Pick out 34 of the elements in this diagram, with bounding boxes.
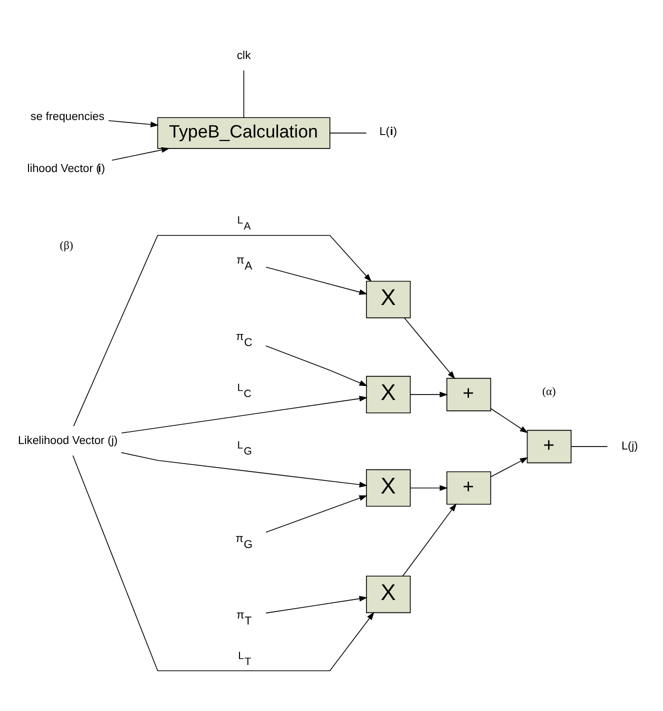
node-box: X [366,375,411,413]
node-text: L(j) [621,440,638,452]
node-box: X [366,280,411,318]
node-text: clk [236,49,251,62]
arrow [120,452,368,487]
node-box: TypeB_Calculation [157,116,330,148]
arrow [266,266,368,294]
arrow [490,456,528,477]
arrow [410,484,448,490]
arrow [266,344,368,386]
arrow [112,146,170,160]
connector [330,132,367,133]
node-text: Likelihood Vector (j) [18,434,118,446]
node-text: lihood Vector (i) [27,162,106,174]
arrow [73,234,372,426]
node-box: + [526,429,572,463]
arrow [404,316,456,379]
node-text: L(i) [379,126,398,138]
connector [243,70,244,118]
arrow [108,120,159,127]
label: (β) [60,239,74,252]
node-box: X [366,468,411,506]
arrow [266,595,368,613]
arrow [266,494,368,532]
node-box: + [446,470,492,504]
arrow [72,454,374,671]
node-text: se frequencies [30,110,104,122]
arrow [410,391,448,397]
label: (α) [542,386,556,398]
arrow [490,408,528,433]
node-box: + [446,377,492,411]
node-box: X [366,575,411,613]
arrow [121,395,368,433]
arrow [402,502,457,576]
